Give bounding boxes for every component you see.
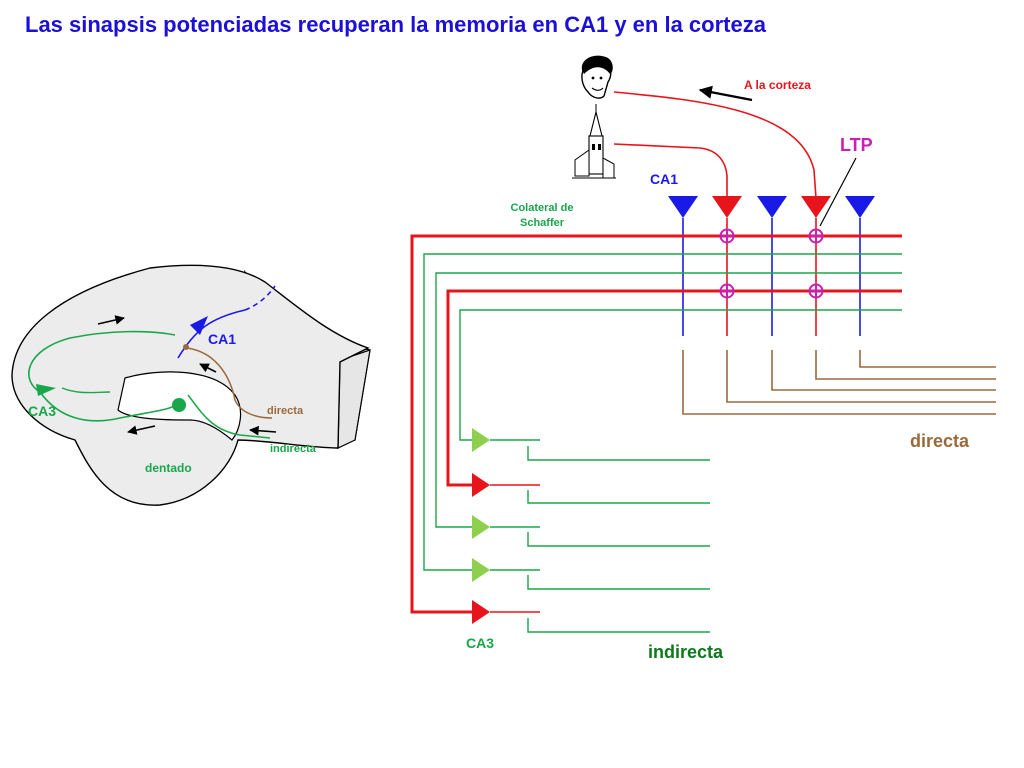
potentiated-synapses (719, 228, 824, 299)
label-direct-left: directa (267, 405, 304, 417)
label-schaffer-line2: Schaffer (520, 217, 565, 229)
slide-title: Las sinapsis potenciadas recuperan la me… (25, 12, 766, 37)
arrow-ca1 (199, 363, 217, 373)
perforant-indirect-path (187, 394, 271, 439)
schaffer-red-inner (446, 289, 902, 487)
arrow-recurrent (127, 425, 156, 435)
circuit-diagram: A la corteza LTP CA1 Colateral de Schaff… (410, 55, 996, 662)
church-icon (572, 104, 616, 179)
face-icon (581, 55, 613, 99)
ca3-cell-4 (472, 558, 490, 582)
arrow-indirect (249, 425, 277, 436)
label-direct-right: directa (910, 431, 970, 451)
label-to-cortex: A la corteza (744, 78, 811, 92)
ca1-cell (190, 316, 208, 335)
schaffer-green-3 (435, 272, 902, 528)
label-indirect-left: indirecta (270, 443, 317, 455)
ca3-cell-5 (472, 600, 490, 624)
ca3-cell-2 (472, 473, 490, 497)
label-ca1-right: CA1 (650, 171, 678, 187)
arrow-ca3-forward (97, 315, 125, 325)
schaffer-green-2 (423, 253, 902, 571)
label-indirect-right: indirecta (648, 642, 724, 662)
indirect-pathway (527, 446, 710, 633)
label-ltp: LTP (840, 135, 873, 155)
direct-path-terminal (183, 344, 189, 350)
ca1-cell-4 (801, 196, 831, 218)
direct-path (186, 347, 273, 419)
ca3-cell-1 (472, 428, 490, 452)
ca3-cell-3 (472, 515, 490, 539)
ca1-axon-dashed (244, 285, 276, 311)
ca1-cell-2 (712, 196, 742, 218)
ca3-outputs (490, 439, 540, 613)
red-path-face-to-ca1 (613, 91, 817, 199)
ca1-cell-1 (668, 196, 698, 218)
ca1-cell-3 (757, 196, 787, 218)
label-ca1-left: CA1 (208, 331, 236, 347)
red-path-church-to-ca1 (613, 143, 728, 198)
ca1-axon (177, 309, 246, 359)
ca3-mossy-path (28, 330, 176, 393)
label-schaffer-line1: Colateral de (511, 202, 574, 214)
schaffer-green-5 (459, 309, 902, 441)
label-ca3-right: CA3 (466, 635, 494, 651)
hippocampus-illustration: CA1 CA3 dentado directa indirecta (11, 264, 371, 506)
arrow-to-cortex (698, 85, 753, 102)
ca3-cell (36, 384, 56, 396)
dentate-granule-cell (172, 398, 186, 412)
ca1-cell-5 (845, 196, 875, 218)
hippocampus-side (337, 349, 371, 449)
ca3-recurrent-path (39, 391, 179, 422)
direct-pathway (682, 350, 996, 415)
schaffer-red-outer (410, 234, 902, 614)
label-dentate: dentado (145, 461, 192, 475)
label-ca3-left: CA3 (28, 403, 56, 419)
ca3-axon (61, 387, 111, 394)
ltp-pointer (819, 157, 857, 227)
